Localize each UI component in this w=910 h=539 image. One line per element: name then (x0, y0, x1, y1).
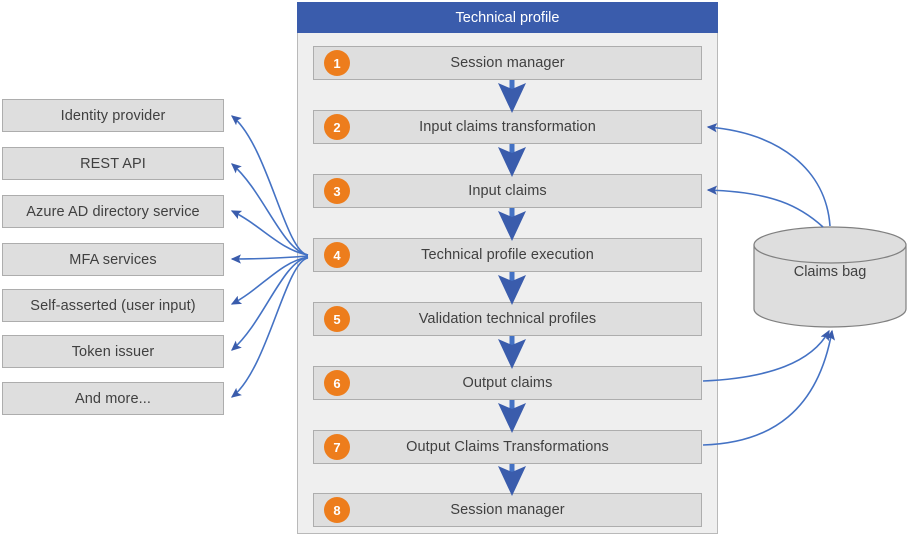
step-box-7[interactable]: 7 Output Claims Transformations (313, 430, 702, 464)
claims-bag-to-step-3-arrow (706, 185, 824, 228)
step-badge-1: 1 (324, 50, 350, 76)
claims-bag-label-text: Claims bag (793, 264, 867, 280)
source-box-azure-ad-directory-service[interactable]: Azure AD directory service (2, 195, 224, 228)
step-box-6[interactable]: 6 Output claims (313, 366, 702, 400)
claims-bag-label: Claims bag (752, 264, 908, 280)
step-label-6: Output claims (462, 375, 553, 391)
source-box-mfa-services[interactable]: MFA services (2, 243, 224, 276)
step-badge-8: 8 (324, 497, 350, 523)
source-box-self-asserted[interactable]: Self-asserted (user input) (2, 289, 224, 322)
step-7-to-claims-bag-arrow (702, 329, 836, 446)
step-box-5[interactable]: 5 Validation technical profiles (313, 302, 702, 336)
step-badge-5: 5 (324, 306, 350, 332)
step-box-4[interactable]: 4 Technical profile execution (313, 238, 702, 272)
source-box-label: Identity provider (60, 107, 166, 124)
step-label-3: Input claims (468, 183, 547, 199)
source-box-label: REST API (80, 155, 146, 172)
step-label-7: Output Claims Transformations (406, 439, 609, 455)
step-label-4: Technical profile execution (421, 247, 594, 263)
panel-title-text: Technical profile (455, 9, 560, 26)
claims-bag-to-step-2-arrow (706, 123, 831, 227)
source-box-label: Self-asserted (user input) (30, 297, 196, 314)
step-box-2[interactable]: 2 Input claims transformation (313, 110, 702, 144)
step-badge-6: 6 (324, 370, 350, 396)
step-badge-3: 3 (324, 178, 350, 204)
step-label-8: Session manager (450, 502, 565, 518)
source-box-label: Token issuer (71, 343, 155, 360)
source-box-label: And more... (74, 390, 152, 407)
source-box-label: MFA services (69, 251, 157, 268)
source-box-identity-provider[interactable]: Identity provider (2, 99, 224, 132)
source-box-and-more[interactable]: And more... (2, 382, 224, 415)
step-label-1: Session manager (450, 55, 565, 71)
step-label-2: Input claims transformation (419, 119, 596, 135)
claims-bag-datastore (753, 226, 907, 328)
step-badge-7: 7 (324, 434, 350, 460)
source-box-label: Azure AD directory service (26, 203, 200, 220)
step-box-8[interactable]: 8 Session manager (313, 493, 702, 527)
step-badge-2: 2 (324, 114, 350, 140)
step-6-to-claims-bag-arrow (702, 329, 830, 382)
step-badge-4: 4 (324, 242, 350, 268)
source-box-token-issuer[interactable]: Token issuer (2, 335, 224, 368)
step-box-3[interactable]: 3 Input claims (313, 174, 702, 208)
step-box-1[interactable]: 1 Session manager (313, 46, 702, 80)
step-label-5: Validation technical profiles (418, 311, 597, 327)
technical-profile-title: Technical profile (297, 2, 718, 33)
source-box-rest-api[interactable]: REST API (2, 147, 224, 180)
